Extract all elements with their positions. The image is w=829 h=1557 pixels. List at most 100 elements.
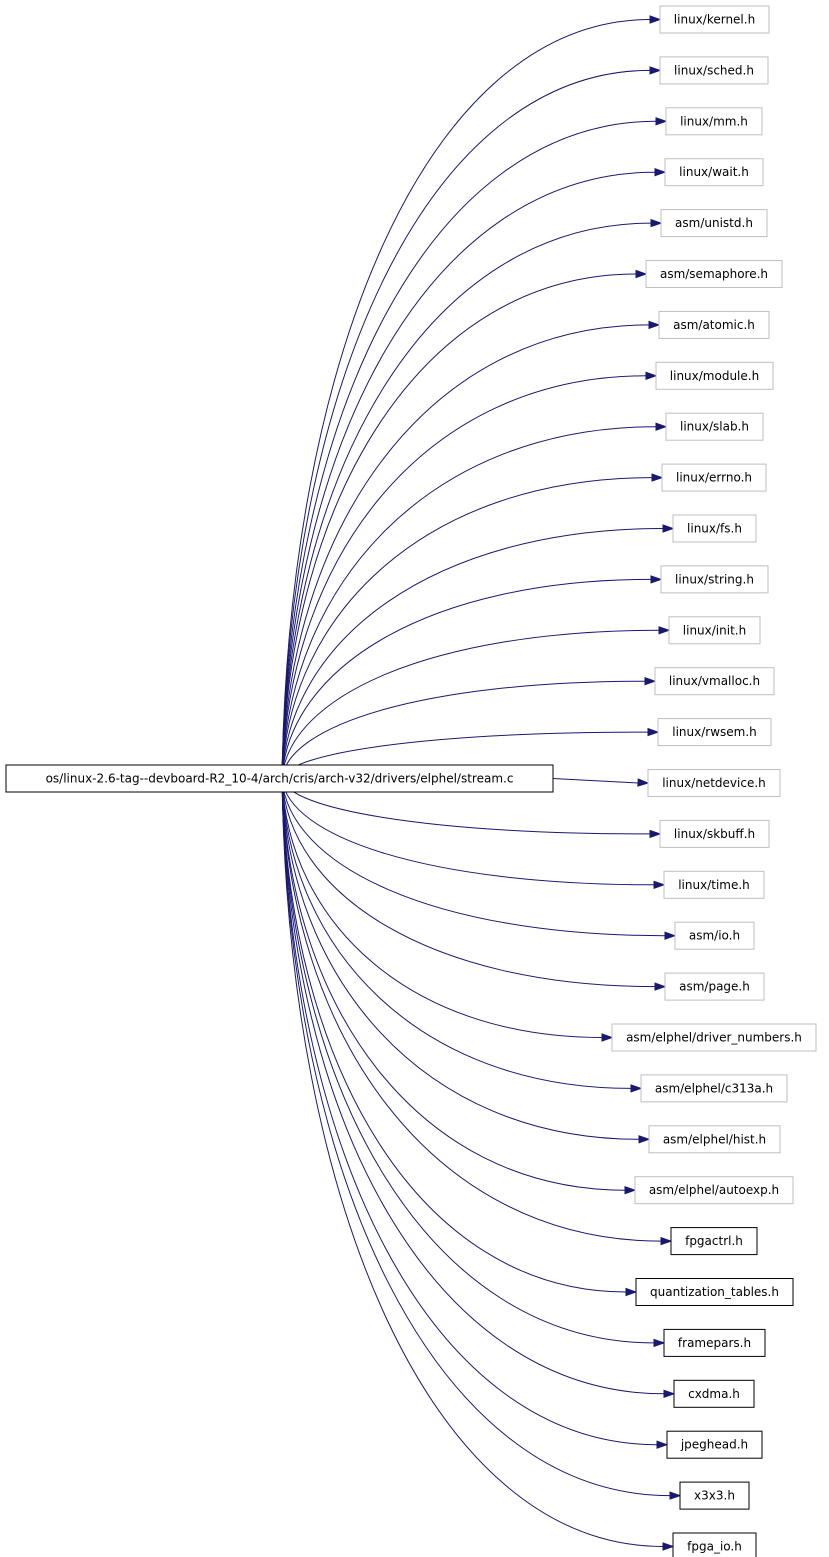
include-node[interactable]: jpeghead.h [666, 1430, 763, 1459]
include-node: linux/sched.h [659, 56, 769, 85]
include-node-box [673, 1379, 755, 1408]
include-node: linux/netdevice.h [647, 769, 781, 797]
edge-curve [281, 273, 637, 779]
include-node-box [645, 260, 783, 288]
edge-arrowhead [650, 218, 663, 228]
edge-arrowhead [644, 676, 657, 686]
include-node-box [655, 361, 774, 390]
include-node-box [672, 1532, 757, 1557]
include-edge [281, 778, 638, 1297]
include-edge [281, 778, 667, 991]
include-node-label: quantization_tables.h [650, 1285, 779, 1299]
edge-curve [281, 778, 666, 937]
include-node-box [611, 1023, 817, 1052]
include-node-box [665, 107, 763, 136]
include-node[interactable]: framepars.h [663, 1328, 766, 1357]
include-edge [281, 778, 666, 890]
include-node[interactable]: quantization_tables.h [635, 1278, 794, 1306]
include-edge [281, 218, 663, 779]
include-node: linux/vmalloc.h [654, 667, 775, 696]
include-node-label: cxdma.h [688, 1387, 740, 1401]
include-edge [281, 269, 648, 779]
include-edge [281, 422, 668, 779]
edge-curve [281, 120, 657, 779]
include-node-label: linux/kernel.h [674, 13, 755, 27]
include-node-box [659, 5, 770, 34]
edge-arrowhead [656, 1440, 669, 1449]
include-node-label: asm/elphel/driver_numbers.h [626, 1031, 802, 1045]
include-node-box [665, 412, 764, 441]
edge-curve [281, 778, 640, 1140]
include-node[interactable]: cxdma.h [673, 1379, 755, 1408]
include-edge [281, 778, 637, 1195]
include-node-box [666, 1430, 763, 1459]
include-node-label: linux/wait.h [679, 165, 749, 179]
edge-curve [281, 375, 647, 779]
include-node-label: linux/string.h [675, 572, 754, 586]
edge-arrowhead [649, 66, 662, 75]
edge-arrowhead [635, 269, 648, 279]
include-node[interactable]: fpga_io.h [672, 1532, 757, 1557]
edge-curve [281, 778, 626, 1191]
source-file-node[interactable]: os/linux-2.6-tag--devboard-R2_10-4/arch/… [5, 764, 554, 793]
include-node-label: asm/elphel/c313a.h [655, 1081, 773, 1095]
edge-arrowhead [638, 1135, 651, 1144]
include-nodes: linux/kernel.h linux/sched.h linux/mm.h lin… [611, 5, 817, 1557]
edge-curve [281, 680, 646, 779]
include-edge [281, 15, 662, 779]
edge-arrowhead [637, 778, 650, 787]
include-node-box [659, 56, 769, 85]
source-file-label: os/linux-2.6-tag--devboard-R2_10-4/arch/… [46, 772, 514, 786]
include-node: linux/mm.h [665, 107, 763, 136]
include-edge [281, 117, 668, 779]
include-edge [281, 473, 664, 779]
include-edge [281, 676, 657, 779]
include-edge [281, 778, 675, 1551]
edge-arrowhead [645, 371, 658, 381]
include-node-box [668, 616, 761, 645]
edge-curve [281, 324, 650, 779]
include-node[interactable]: fpgactrl.h [670, 1227, 758, 1256]
include-node-label: asm/elphel/hist.h [663, 1132, 766, 1146]
include-node: linux/string.h [660, 565, 769, 594]
edge-arrowhead [658, 626, 671, 635]
include-node-label: asm/semaphore.h [660, 267, 768, 281]
include-node-label: asm/elphel/autoexp.h [649, 1183, 779, 1197]
edge-arrowhead [649, 829, 662, 839]
include-node: asm/unistd.h [660, 209, 768, 238]
include-edge [281, 320, 661, 779]
edge-arrowhead [650, 575, 663, 584]
edge-curve [281, 778, 665, 1395]
edge-curve [281, 69, 651, 779]
include-node-box [674, 921, 755, 950]
include-edge [281, 778, 682, 1500]
include-node-box [635, 1278, 794, 1306]
include-node-label: x3x3.h [694, 1489, 735, 1503]
include-node-label: fpgactrl.h [685, 1234, 743, 1248]
edge-arrowhead [653, 880, 666, 890]
include-node[interactable]: x3x3.h [679, 1481, 750, 1510]
edge-curve [281, 778, 662, 1242]
include-node: linux/wait.h [664, 158, 764, 187]
include-edge [281, 778, 651, 1144]
edge-arrowhead [625, 1287, 638, 1297]
edge-arrowhead [669, 1491, 682, 1500]
include-node-box [672, 514, 757, 543]
include-node-label: linux/errno.h [676, 471, 752, 485]
edge-arrowhead [648, 320, 661, 330]
include-node-label: fpga_io.h [687, 1540, 742, 1554]
include-node: linux/errno.h [661, 463, 767, 492]
include-node: linux/skbuff.h [659, 819, 770, 848]
source-file-box [5, 764, 554, 793]
include-edge [281, 778, 677, 940]
edge-curve [281, 778, 627, 1293]
include-edge [281, 575, 663, 779]
include-edge [281, 778, 669, 1449]
include-node-box [654, 667, 775, 696]
include-node-label: linux/time.h [678, 878, 750, 892]
include-node: linux/module.h [655, 361, 774, 390]
include-node: asm/elphel/hist.h [648, 1125, 781, 1154]
edge-arrowhead [662, 1542, 675, 1551]
include-node-box [664, 158, 764, 187]
